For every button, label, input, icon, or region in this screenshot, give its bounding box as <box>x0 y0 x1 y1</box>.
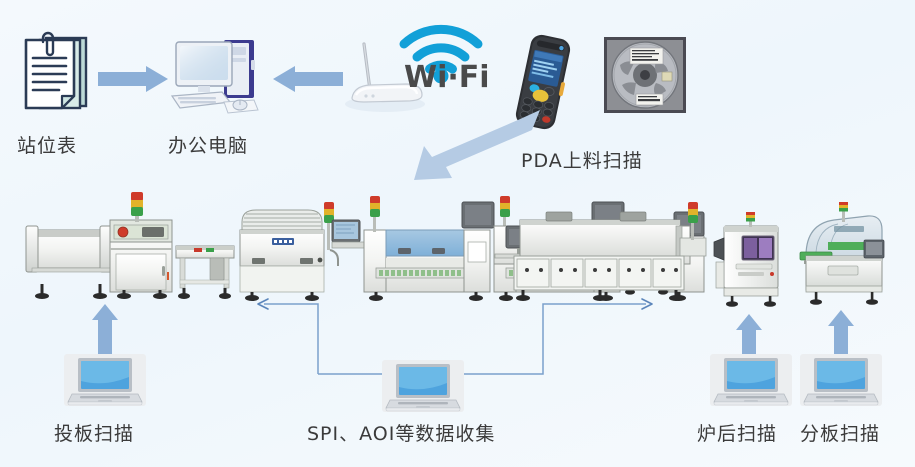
component-reel-photo <box>604 37 686 113</box>
arrow-depanel-up <box>828 310 854 358</box>
machine-spi-inspection <box>239 202 371 301</box>
arrow-post-reflow-up <box>736 314 762 358</box>
laptop-icon-depanel-scan <box>800 354 882 406</box>
label-board-loading-scan: 投板扫描 <box>54 423 135 445</box>
wireless-router-icon <box>340 38 430 116</box>
desktop-computer-icon <box>168 30 263 125</box>
wifi-label: Wi·Fi <box>404 60 490 95</box>
label-pda-scan: PDA上料扫描 <box>521 150 643 172</box>
label-office-pc: 办公电脑 <box>168 135 249 157</box>
arrow-router-to-pc <box>271 66 343 92</box>
machine-buffer-conveyor <box>175 245 235 299</box>
machine-pick-and-place-1 <box>363 196 495 301</box>
label-post-reflow-scan: 炉后扫描 <box>697 423 778 445</box>
machine-reflow-oven-body <box>490 196 710 312</box>
machine-solder-paste-printer <box>109 192 173 299</box>
pda-scanner-icon <box>505 32 581 132</box>
machine-board-loader <box>25 225 113 299</box>
arrow-loader-scan-up <box>92 304 118 354</box>
connector-aoi-branch-right <box>430 296 660 380</box>
machine-depaneling-router <box>798 202 894 308</box>
wifi-signal-icon <box>398 24 484 89</box>
laptop-icon-spi-aoi-collect <box>382 360 464 412</box>
arrow-pda-to-line <box>408 108 540 186</box>
machine-aoi-inspection <box>712 212 788 308</box>
document-stack-icon <box>16 28 94 125</box>
arrow-doc-to-pc <box>98 66 168 92</box>
label-depanel-scan: 分板扫描 <box>800 423 881 445</box>
label-spi-aoi-collect: SPI、AOI等数据收集 <box>307 423 496 445</box>
laptop-icon-board-loading-scan <box>64 354 146 406</box>
laptop-icon-post-reflow-scan <box>710 354 792 406</box>
label-station-table: 站位表 <box>17 135 78 157</box>
